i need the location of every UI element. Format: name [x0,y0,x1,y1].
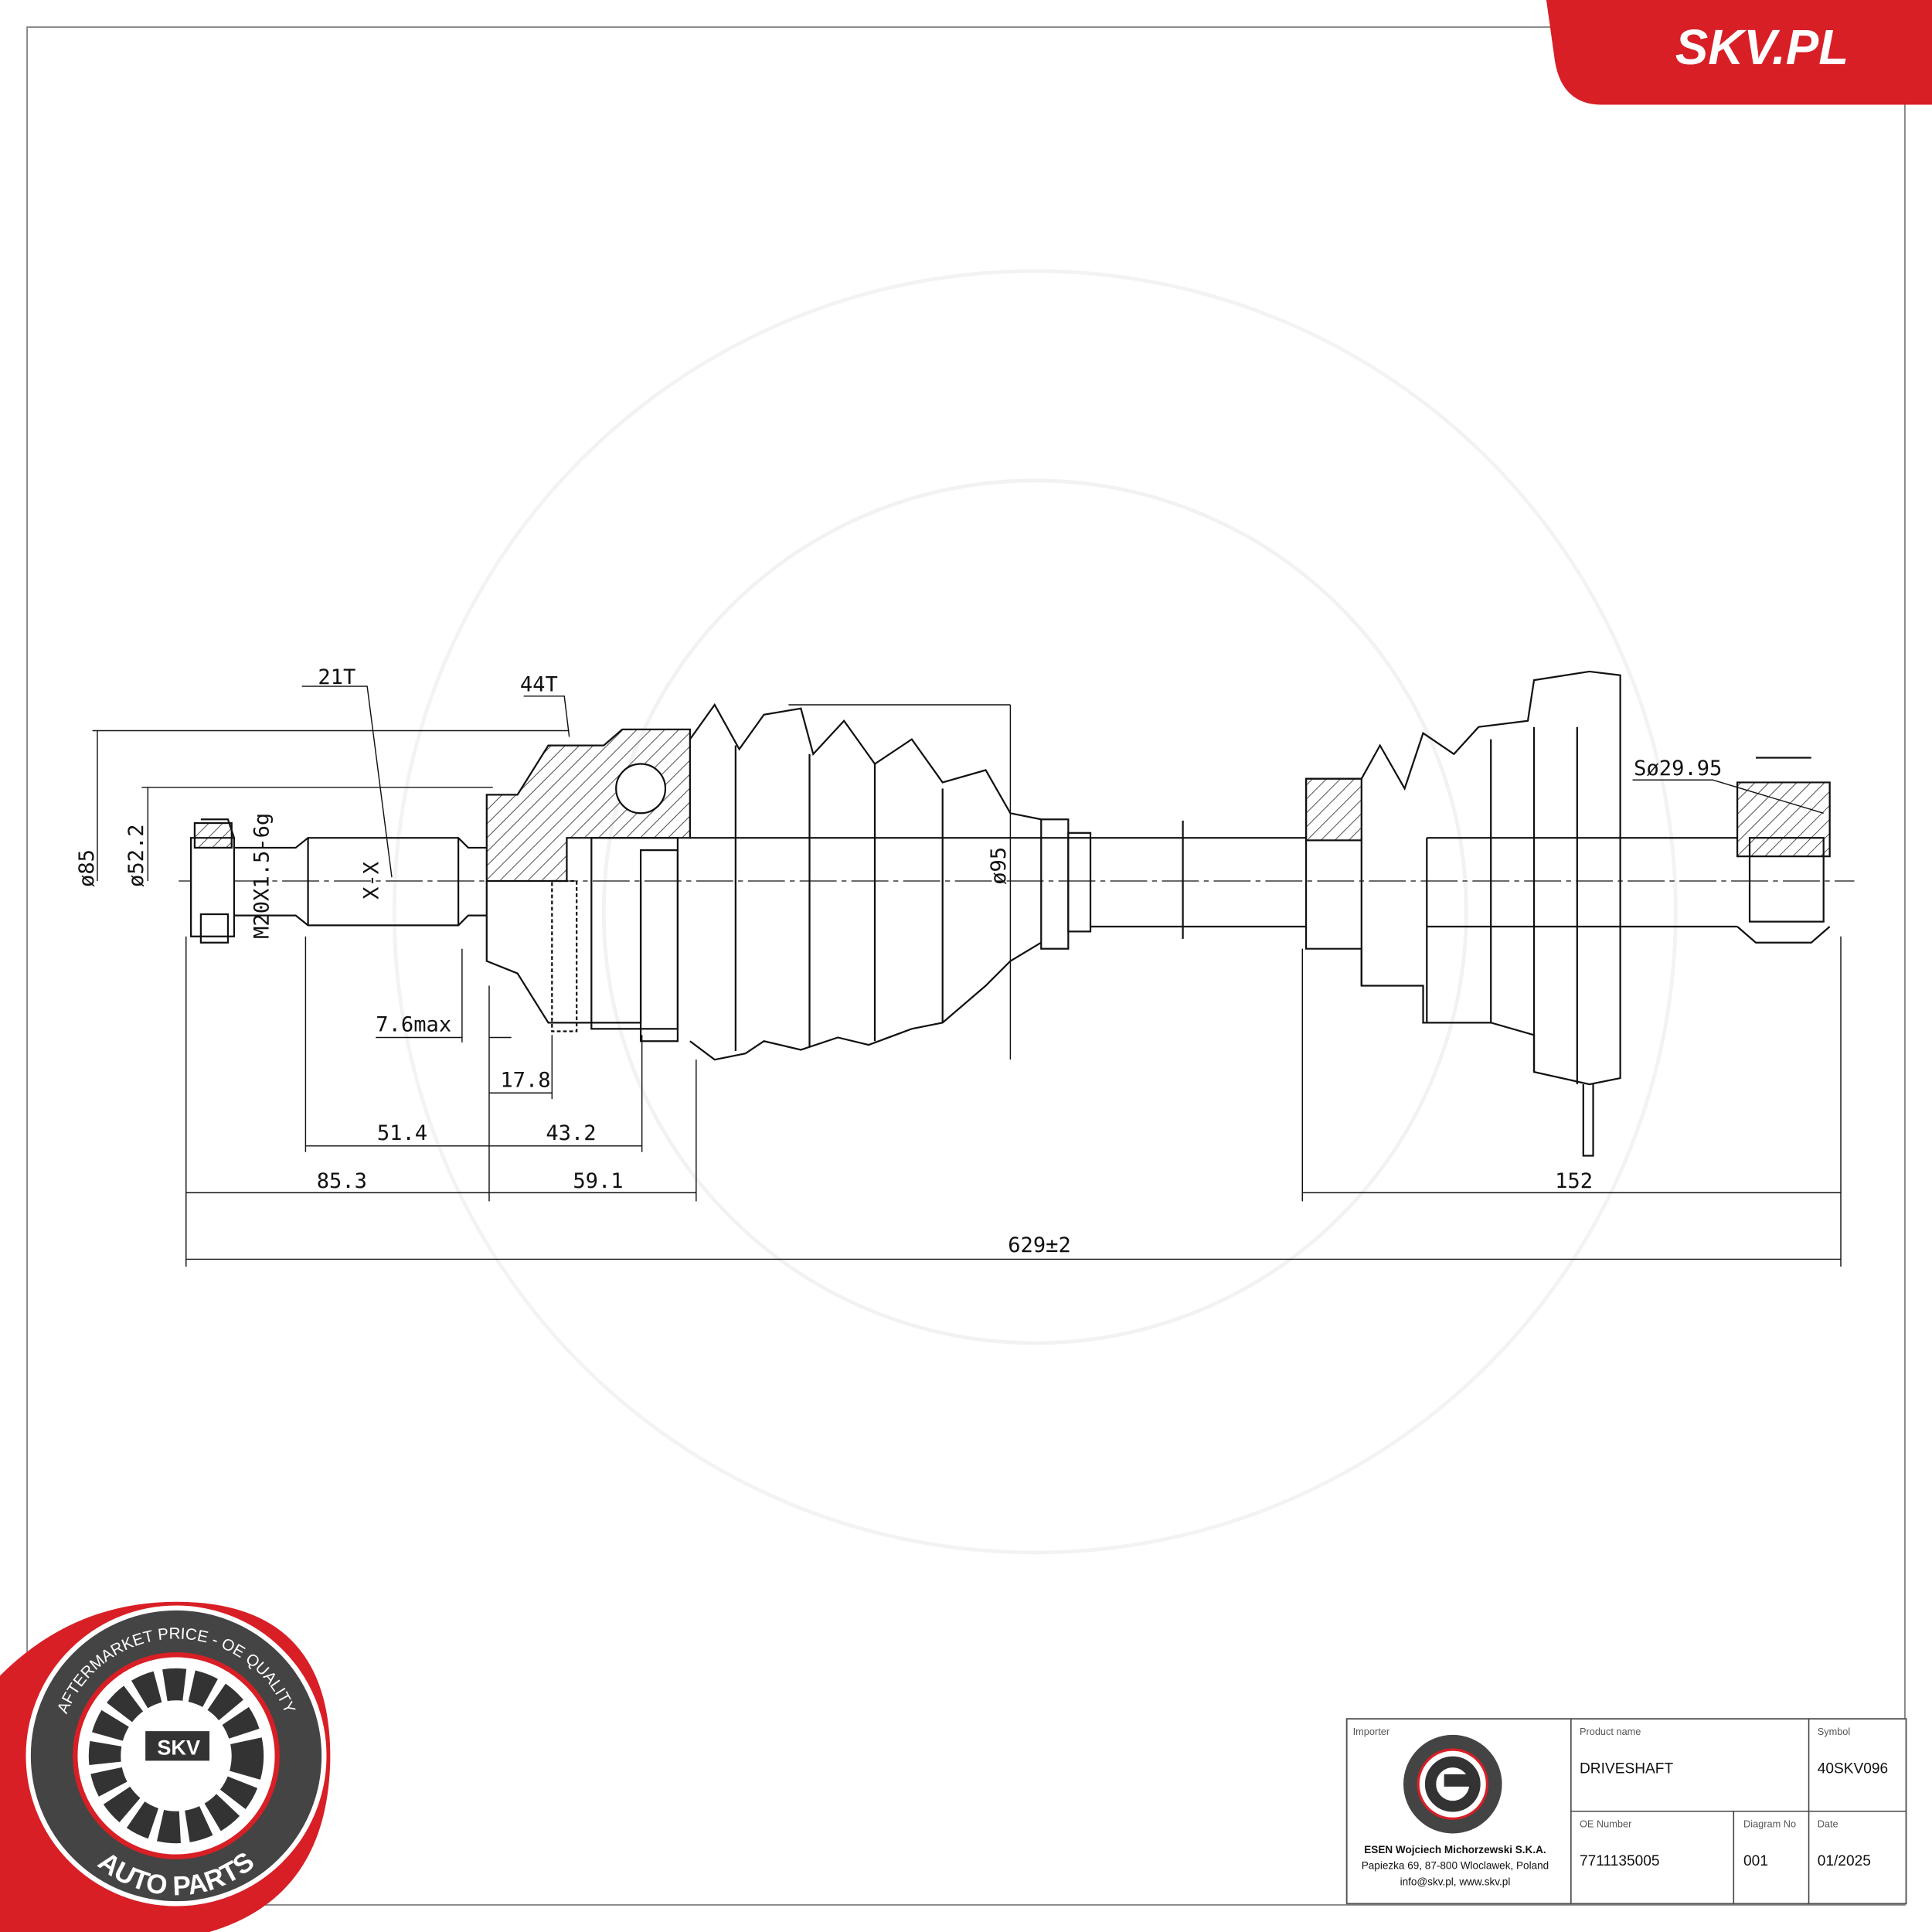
driveshaft-drawing [179,670,1855,1157]
importer-label: Importer [1353,1726,1390,1737]
dim-17-8: 17.8 [500,1068,550,1092]
dim-total-length: 629±2 [1008,1233,1071,1257]
date-label: Date [1818,1818,1838,1829]
diagram-value: 001 [1743,1853,1768,1869]
importer-name: ESEN Wojciech Michorzewski S.K.A. [1364,1844,1546,1855]
dim-7-6max: 7.6max [376,1013,451,1037]
product-label: Product name [1580,1726,1641,1737]
dim-dia-85: ø85 [75,849,99,887]
leader-21t [301,685,393,878]
importer-contact: info@skv.pl, www.skv.pl [1400,1876,1511,1887]
threaded-stub [233,837,487,927]
dim-51-4: 51.4 [377,1121,427,1145]
title-block: Importer ESEN Wojciech Michorzewski S.K.… [1345,1718,1907,1905]
tripod-joint [1736,781,1831,858]
brand-tab[interactable]: SKV.PL [1546,0,1932,105]
date-value: 01/2025 [1818,1853,1871,1869]
oe-value: 7711135005 [1580,1853,1660,1869]
importer-logo [1403,1734,1502,1834]
product-value: DRIVESHAFT [1580,1760,1673,1777]
skv-badge-logo: SKV AFTERMARKET PRICE - OE QUALITY AUTO … [0,1601,331,1932]
callout-21t: 21T [318,665,355,689]
callout-spline: Sø29.95 [1634,757,1722,781]
diagram-label: Diagram No [1743,1818,1796,1829]
dimension-lines [92,685,1842,1267]
drawing-frame [26,26,1906,1906]
dim-152: 152 [1555,1169,1593,1193]
watermark-gear-icon [392,269,1678,1555]
callout-44t: 44T [520,672,558,696]
leader-spline [1632,779,1824,814]
outer-boot [689,702,1042,1061]
inner-boot [1304,670,1621,1086]
dim-85-3: 85.3 [317,1169,367,1193]
dim-dia-52-2: ø52.2 [124,824,148,887]
symbol-value: 40SKV096 [1818,1760,1888,1777]
callout-section: X-X [359,861,383,900]
callout-thread: M20X1.5-6g [250,813,274,939]
dimension-labels: 21T 44T Sø29.95 M20X1.5-6g X-X ø85 ø52.2… [75,665,1722,1257]
leader-44t [523,696,570,737]
symbol-label: Symbol [1818,1726,1851,1737]
brand-site-label: SKV.PL [1675,19,1849,75]
badge-center-text: SKV [157,1735,200,1759]
dim-59-1: 59.1 [573,1169,623,1193]
dim-43-2: 43.2 [546,1121,596,1145]
dim-dia-95: ø95 [987,847,1011,885]
abs-ring [551,879,578,1032]
importer-address: Papiezka 69, 87-800 Wloclawek, Poland [1362,1860,1549,1872]
oe-label: OE Number [1580,1818,1632,1829]
